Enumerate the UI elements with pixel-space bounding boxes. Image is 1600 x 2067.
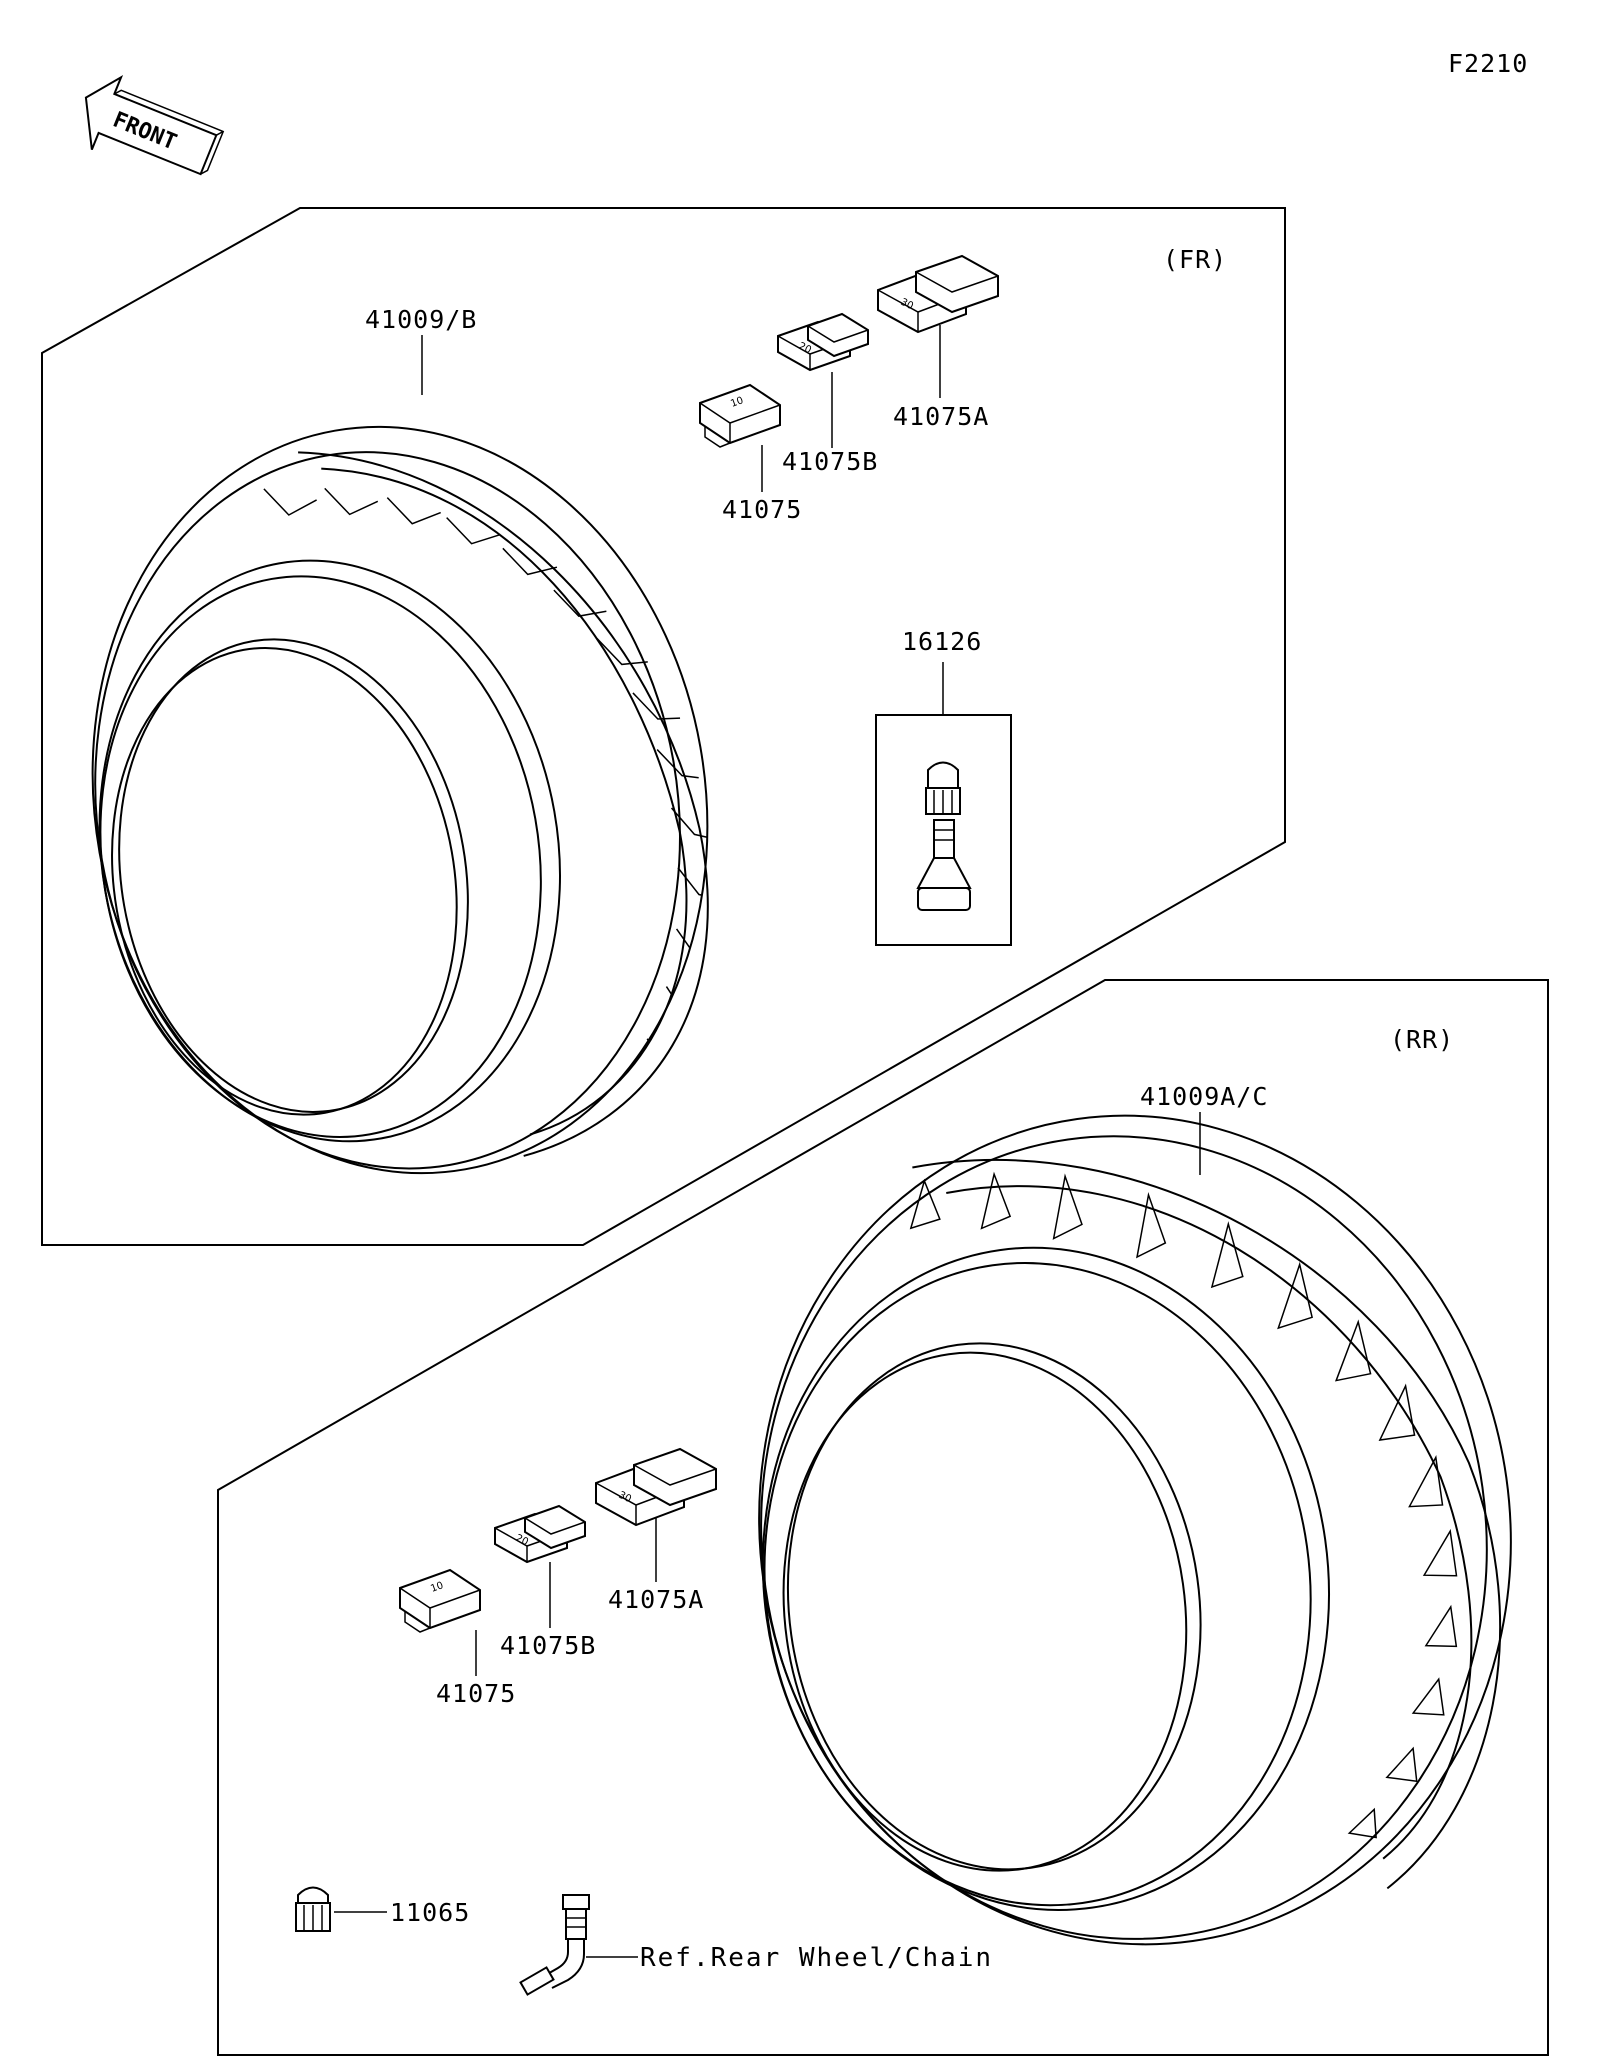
rear-valve-cap-icon	[295, 1886, 331, 1932]
front-tire	[91, 425, 712, 1175]
front-weight-41075A-label: 41075A	[893, 402, 989, 431]
front-weight-20: 20	[777, 312, 869, 372]
angled-valve-icon	[519, 1894, 590, 1996]
front-weight-41075B-label: 41075B	[782, 447, 878, 476]
front-weight-30: 30	[877, 254, 999, 334]
rear-section: (RR) 41009A/C	[217, 979, 1549, 2056]
weight-marking-10-rear: 10	[429, 1580, 445, 1595]
front-weight-10: 10	[699, 383, 781, 448]
valve-kit-part-label: 16126	[902, 627, 982, 656]
valve-kit-box	[875, 714, 1012, 946]
front-section: (FR)	[41, 207, 1286, 1246]
rear-weight-10: 10	[399, 1568, 481, 1633]
valve-cap-icon	[925, 761, 961, 815]
rear-weight-20: 20	[494, 1504, 586, 1564]
valve-cap-part-label: 11065	[390, 1898, 470, 1927]
weight-marking-10: 10	[729, 395, 745, 410]
valve-reference-label: Ref.Rear Wheel/Chain	[640, 1943, 993, 1973]
rear-weight-30: 30	[595, 1447, 717, 1527]
rear-tire	[758, 1114, 1512, 1946]
weight-marking-20: 20	[797, 341, 813, 356]
valve-stem-icon	[916, 819, 972, 911]
front-section-tag: (FR)	[1163, 245, 1227, 274]
weight-marking-20-rear: 20	[514, 1533, 530, 1548]
weight-marking-30: 30	[899, 297, 915, 312]
rear-section-tag: (RR)	[1390, 1025, 1454, 1054]
front-weight-41075-label: 41075	[722, 495, 802, 524]
rear-weight-41075B-label: 41075B	[500, 1631, 596, 1660]
figure-code: F2210	[1448, 49, 1528, 78]
front-arrow-icon: FRONT	[84, 74, 225, 176]
rear-tire-part-label: 41009A/C	[1140, 1082, 1268, 1111]
rear-section-border	[217, 979, 1549, 2056]
rear-weight-41075-label: 41075	[436, 1679, 516, 1708]
front-section-border	[41, 207, 1286, 1246]
weight-marking-30-rear: 30	[617, 1490, 633, 1505]
front-tire-part-label: 41009/B	[365, 305, 477, 334]
rear-weight-41075A-label: 41075A	[608, 1585, 704, 1614]
